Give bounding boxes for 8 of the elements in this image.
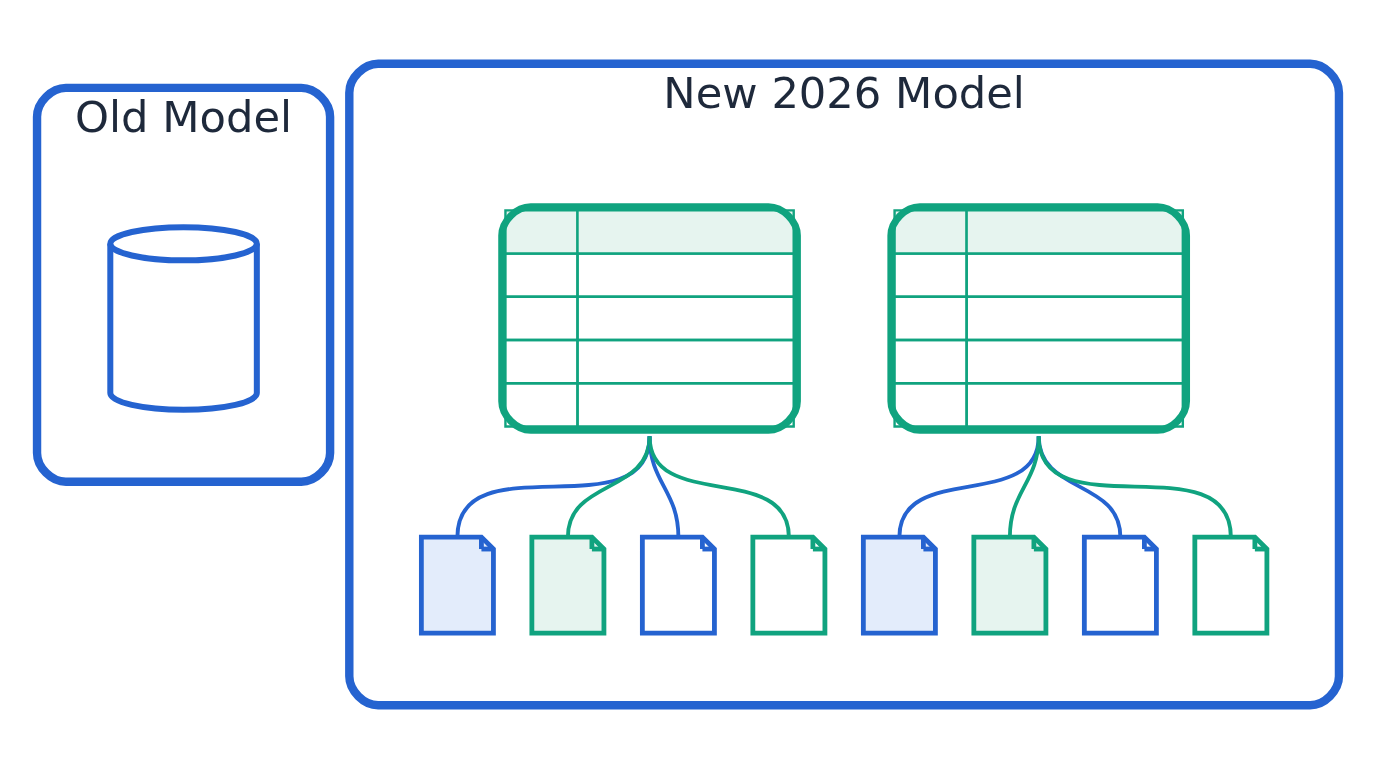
connector (647, 435, 791, 537)
cluster: Old Model (32, 83, 335, 486)
node-table (887, 202, 1191, 434)
connector (1036, 435, 1233, 537)
cluster: New 2026 Model (345, 59, 1344, 709)
connector (566, 435, 652, 537)
node-table (498, 202, 801, 434)
connector (455, 435, 652, 537)
